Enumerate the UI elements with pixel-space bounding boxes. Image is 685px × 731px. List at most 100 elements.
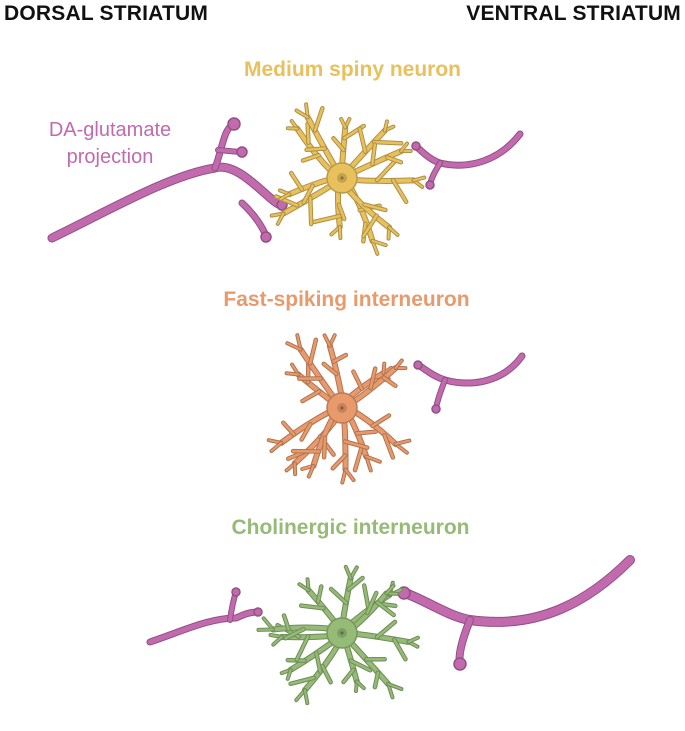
fast-spiking-interneuron-tip [365, 455, 381, 463]
medium-spiny-neuron-branch [375, 160, 396, 182]
medium-spiny-neuron-tip [279, 193, 291, 201]
fast-spiking-interneuron-branch [300, 423, 312, 441]
projection-label-line1: DA-glutamate [48, 119, 172, 141]
bouton [411, 141, 421, 151]
ventral-striatum-header: VENTRAL STRIATUM [466, 2, 681, 25]
fast-spiking-interneuron-branch [352, 370, 364, 390]
fast-spiking-interneuron-branch [308, 338, 318, 365]
medium-spiny-neuron-tip [295, 109, 309, 119]
cholinergic-interneuron-branch [393, 638, 407, 661]
fast-spiking-interneuron-branch [343, 440, 369, 449]
axon-top-right [413, 131, 523, 168]
fast-spiking-interneuron-tip [286, 342, 302, 351]
bouton [431, 404, 441, 414]
medium-spiny-neuron-branch [302, 184, 314, 204]
bouton [227, 117, 241, 131]
cholinergic-interneuron [256, 564, 420, 706]
fast-spiking-interneuron-tip [394, 439, 411, 445]
cholinergic-interneuron-branch [366, 591, 378, 615]
cholinergic-interneuron-branch [349, 659, 372, 672]
medium-spiny-neuron-tip [400, 142, 408, 153]
cholinergic-interneuron-tip [272, 635, 283, 646]
bouton [413, 360, 423, 370]
fast-spiking-interneuron-tip [382, 362, 386, 374]
fast-spiking-interneuron-tip [270, 441, 283, 452]
medium-spiny-neuron-branch [309, 196, 313, 226]
medium-spiny-neuron-branch [289, 171, 304, 191]
medium-spiny-neuron-branch [337, 203, 346, 221]
dorsal-striatum-header: DORSAL STRIATUM [4, 2, 209, 25]
cholinergic-interneuron-tip [286, 668, 292, 680]
fast-spiking-interneuron-branch [322, 436, 327, 459]
fast-spiking-interneuron-branch [282, 421, 296, 436]
cholinergic-interneuron-tip [303, 689, 309, 705]
projection-label-line2: projection [66, 146, 154, 168]
cholinergic-interneuron-branch [329, 587, 348, 605]
fast-spiking-interneuron-label: Fast-spiking interneuron [223, 288, 470, 311]
fast-spiking-interneuron-branch [331, 454, 347, 470]
medium-spiny-neuron-tip [276, 212, 285, 225]
fast-spiking-interneuron-tip [285, 372, 300, 376]
fast-spiking-interneuron-branch [322, 362, 338, 376]
medium-spiny-neuron-branch [391, 178, 408, 204]
cholinergic-interneuron-branch [375, 620, 397, 639]
fast-spiking-interneuron-tip [394, 359, 403, 369]
medium-spiny-neuron-branch [358, 127, 367, 154]
medium-spiny-neuron-branch [371, 143, 377, 166]
fast-spiking-interneuron-branch [353, 444, 364, 472]
cholinergic-interneuron-branch [284, 627, 305, 640]
medium-spiny-neuron-branch [362, 214, 378, 238]
medium-spiny-neuron-tip [371, 239, 387, 247]
fast-spiking-interneuron-branch [371, 414, 391, 428]
medium-spiny-neuron-branch [313, 106, 324, 132]
medium-spiny-neuron-tip [412, 176, 426, 182]
cholinergic-interneuron-branch [321, 664, 332, 684]
medium-spiny-neuron-tip [383, 120, 388, 132]
cholinergic-interneuron-tip [355, 680, 365, 690]
cholinergic-interneuron-label: Cholinergic interneuron [231, 516, 470, 539]
bouton [425, 180, 435, 190]
medium-spiny-neuron-tip [340, 117, 347, 129]
fast-spiking-interneuron-branch [332, 353, 348, 363]
cholinergic-interneuron-branch [299, 604, 325, 610]
medium-spiny-neuron-branch [385, 156, 403, 164]
bouton [453, 657, 467, 671]
cholinergic-interneuron-branch [347, 576, 364, 591]
cholinergic-interneuron-branch [315, 651, 322, 674]
bouton [231, 587, 241, 597]
cholinergic-interneuron-tip [385, 584, 395, 595]
medium-spiny-neuron-branch [301, 154, 320, 162]
fast-spiking-interneuron-tip [307, 464, 315, 478]
fast-spiking-interneuron-branch [383, 434, 395, 459]
fast-spiking-interneuron [266, 333, 412, 485]
medium-spiny-neuron-dendrite [349, 177, 416, 183]
axon-top-left-branch [239, 200, 269, 239]
fast-spiking-interneuron-nucleolus [340, 406, 344, 410]
fast-spiking-interneuron-branch [382, 376, 397, 388]
medium-spiny-neuron-tip [338, 225, 342, 240]
cholinergic-interneuron-tip [387, 683, 403, 690]
cholinergic-interneuron-nucleolus [340, 631, 344, 635]
medium-spiny-neuron-label: Medium spiny neuron [243, 58, 461, 81]
fast-spiking-interneuron-branch [301, 390, 321, 403]
bouton [236, 146, 248, 158]
medium-spiny-neuron-branch [312, 214, 341, 224]
da-glutamate-axons [47, 117, 635, 671]
medium-spiny-neuron-branch [372, 140, 403, 145]
axon-bottom-right [401, 556, 634, 626]
cholinergic-interneuron-branch [342, 668, 355, 684]
cholinergic-interneuron-branch [376, 601, 395, 617]
medium-spiny-neuron-branch [332, 137, 345, 152]
fast-spiking-interneuron-branch [369, 367, 377, 390]
cholinergic-interneuron-branch [373, 671, 380, 689]
medium-spiny-neuron-tip [388, 226, 399, 236]
cholinergic-interneuron-branch [289, 676, 316, 686]
neurons [256, 102, 427, 706]
bouton [253, 607, 263, 617]
fast-spiking-interneuron-tip [323, 334, 331, 347]
cholinergic-interneuron-branch [282, 614, 290, 631]
medium-spiny-neuron-branch [305, 147, 327, 152]
medium-spiny-neuron-branch [306, 122, 310, 144]
cholinergic-interneuron-branch [295, 635, 310, 661]
axon-bottom-left [147, 609, 261, 645]
